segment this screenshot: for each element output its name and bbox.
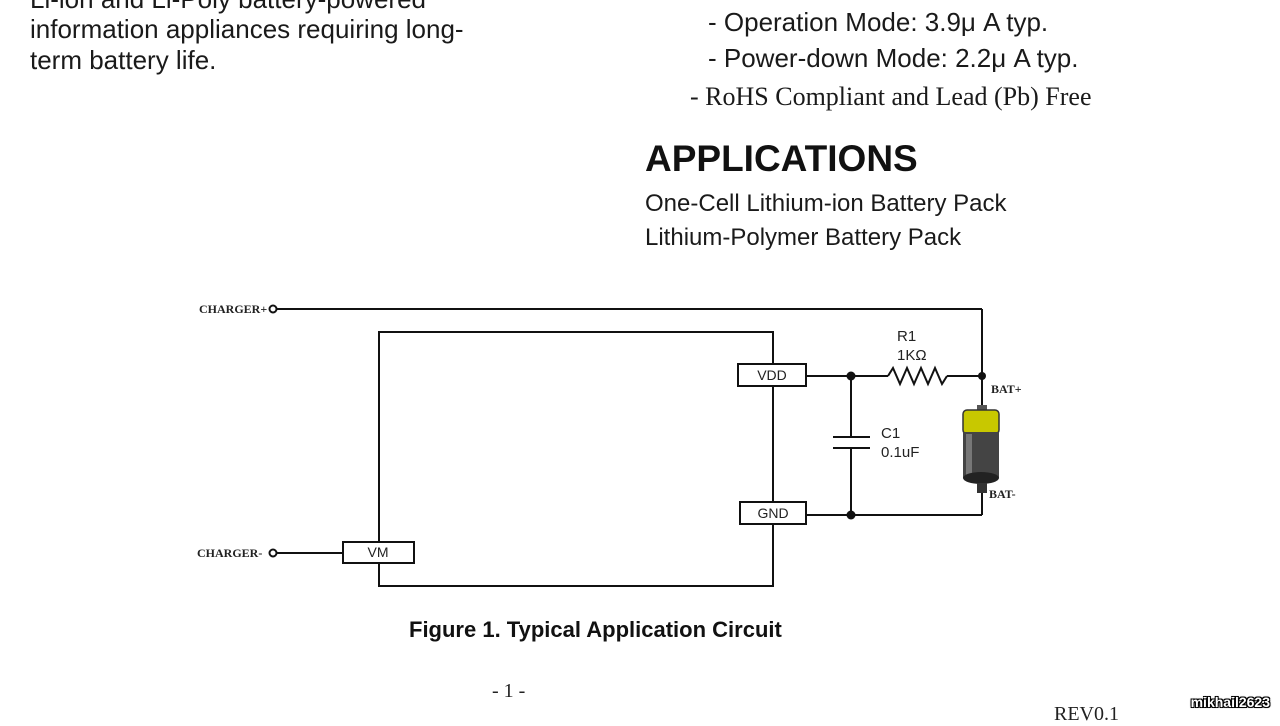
charger-plus-label: CHARGER+ <box>199 302 267 316</box>
junction-dot <box>846 510 856 520</box>
feature-rohs: - RoHS Compliant and Lead (Pb) Free <box>690 82 1092 111</box>
c1-name: C1 <box>881 425 900 442</box>
c1-value: 0.1uF <box>881 444 919 461</box>
revision-label: REV0.1 <box>1054 703 1119 725</box>
vm-pin-box <box>342 541 415 564</box>
charger-minus-label: CHARGER- <box>197 546 262 560</box>
gnd-pin-box <box>739 501 807 525</box>
bat-plus-label: BAT+ <box>991 382 1022 396</box>
bat-minus-label: BAT- <box>989 487 1016 501</box>
intro-line-2: information appliances requiring long- <box>30 14 464 44</box>
applications-heading: APPLICATIONS <box>645 138 918 179</box>
vdd-pin-box <box>737 363 807 387</box>
feature-operation-mode: - Operation Mode: 3.9μ A typ. <box>708 7 1049 37</box>
r1-name: R1 <box>897 328 916 345</box>
watermark: mikhail2623 <box>1190 694 1270 710</box>
intro-line-1: Li-ion and Li-Poly battery-powered <box>30 0 426 15</box>
charger-minus-terminal <box>268 548 278 558</box>
intro-line-3: term battery life. <box>30 45 217 75</box>
battery-icon <box>962 405 1000 493</box>
application-item-2: Lithium-Polymer Battery Pack <box>645 224 962 251</box>
junction-dot <box>846 371 856 381</box>
junction-dot <box>978 372 986 380</box>
feature-powerdown-mode: - Power-down Mode: 2.2μ A typ. <box>708 43 1079 73</box>
figure-caption: Figure 1. Typical Application Circuit <box>409 617 782 642</box>
application-item-1: One-Cell Lithium-ion Battery Pack <box>645 190 1007 217</box>
vm-pin-label: VM <box>368 544 389 560</box>
charger-plus-terminal <box>268 304 278 314</box>
page-number: - 1 - <box>492 680 526 702</box>
gnd-pin-label: GND <box>757 505 788 521</box>
vdd-pin-label: VDD <box>757 367 787 383</box>
r1-value: 1KΩ <box>897 347 927 364</box>
